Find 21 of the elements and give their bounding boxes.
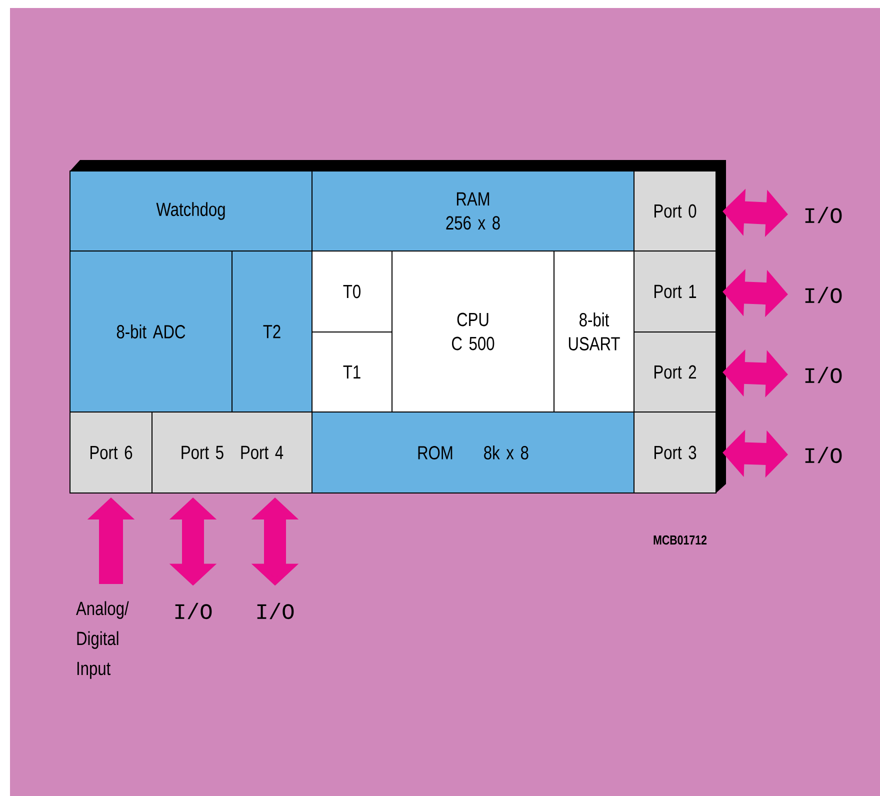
block-box: RAM 256 x 8	[312, 170, 634, 252]
io-label: I/O	[805, 366, 842, 384]
port-box: Port 0	[634, 170, 716, 252]
block-box: 8-bit USART	[554, 250, 634, 412]
drawing-number: MCB01712	[654, 535, 707, 545]
io-label: I/O	[805, 206, 842, 224]
block-box: T1	[312, 332, 392, 412]
block-box: Watchdog	[70, 170, 312, 252]
io-label: I/O	[257, 602, 294, 620]
block-box: T2	[232, 250, 312, 412]
io-label: I/O	[175, 602, 212, 620]
io-label: I/O	[805, 286, 842, 304]
block-box: ROM 8k x 8	[312, 412, 634, 494]
port-box: Port 2	[634, 332, 716, 412]
port-box: Port 3	[634, 412, 716, 494]
block-box: T0	[312, 250, 392, 332]
input-label: Analog/ Digital Input	[76, 601, 129, 679]
port-box: Port 6	[70, 412, 152, 494]
port-box: Port 5 Port 4	[152, 412, 312, 494]
port-box: Port 1	[634, 250, 716, 332]
io-label: I/O	[805, 446, 842, 464]
